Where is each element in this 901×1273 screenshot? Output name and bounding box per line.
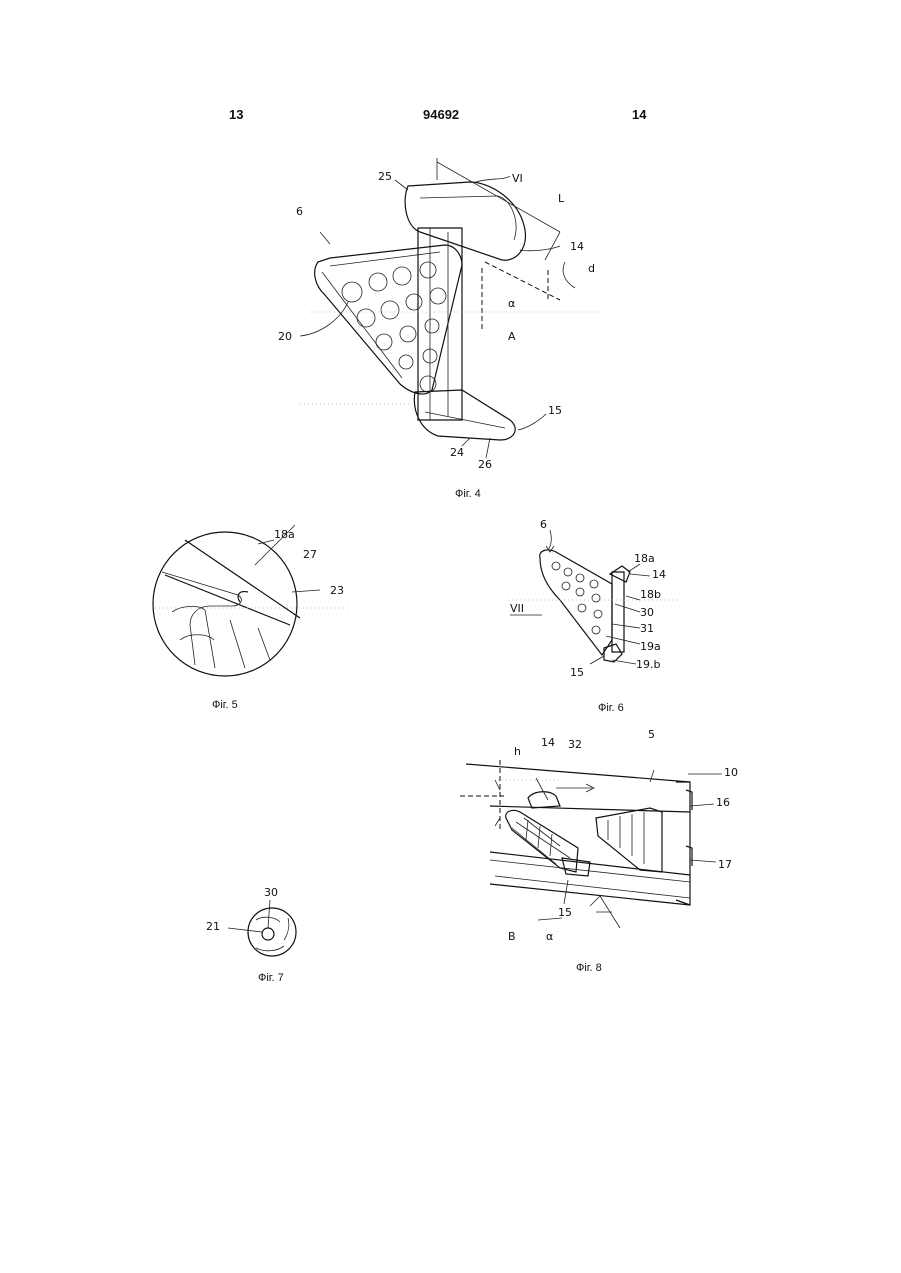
figure-5-drawing — [153, 525, 350, 676]
fig4-label-26: 26 — [478, 458, 492, 471]
fig4-label-20: 20 — [278, 330, 292, 343]
fig8-caption: Фіг. 8 — [576, 962, 602, 974]
fig4-label-L: L — [558, 192, 565, 205]
fig8-label-B: B — [508, 930, 516, 943]
fig4-caption: Фіг. 4 — [455, 488, 481, 500]
fig4-label-A: A — [508, 330, 516, 343]
fig4-label-6: 6 — [296, 205, 303, 218]
figure-8-drawing — [460, 760, 722, 928]
fig8-label-alpha: α — [546, 930, 553, 943]
fig7-label-30: 30 — [264, 886, 278, 899]
fig6-label-31: 31 — [640, 622, 654, 635]
figure-7-drawing — [228, 900, 296, 956]
fig8-label-14: 14 — [541, 736, 555, 749]
fig6-caption: Фіг. 6 — [598, 702, 624, 714]
fig4-label-14: 14 — [570, 240, 584, 253]
fig5-caption: Фіг. 5 — [212, 699, 238, 711]
fig4-label-24: 24 — [450, 446, 464, 459]
fig6-label-14: 14 — [652, 568, 666, 581]
fig6-label-30: 30 — [640, 606, 654, 619]
fig4-label-d: d — [588, 262, 595, 275]
fig6-label-18b: 18b — [640, 588, 661, 601]
fig6-label-15: 15 — [570, 666, 584, 679]
fig7-label-21: 21 — [206, 920, 220, 933]
fig6-label-18a: 18a — [634, 552, 655, 565]
fig6-label-19b: 19.b — [636, 658, 660, 671]
fig8-label-5: 5 — [648, 728, 655, 741]
fig8-label-17: 17 — [718, 858, 732, 871]
fig4-label-25: 25 — [378, 170, 392, 183]
fig4-label-VI: VI — [512, 172, 523, 185]
fig8-label-32: 32 — [568, 738, 582, 751]
fig8-label-15: 15 — [558, 906, 572, 919]
fig8-label-16: 16 — [716, 796, 730, 809]
fig7-caption: Фіг. 7 — [258, 972, 284, 984]
fig6-label-19a: 19a — [640, 640, 661, 653]
fig4-label-15: 15 — [548, 404, 562, 417]
fig5-label-27: 27 — [303, 548, 317, 561]
fig5-label-23: 23 — [330, 584, 344, 597]
fig4-label-alpha: α — [508, 297, 515, 310]
fig5-label-18a: 18a — [274, 528, 295, 541]
fig8-label-h: h — [514, 745, 521, 758]
fig8-label-10: 10 — [724, 766, 738, 779]
fig6-label-VII: VII — [510, 602, 524, 615]
fig6-label-6: 6 — [540, 518, 547, 531]
